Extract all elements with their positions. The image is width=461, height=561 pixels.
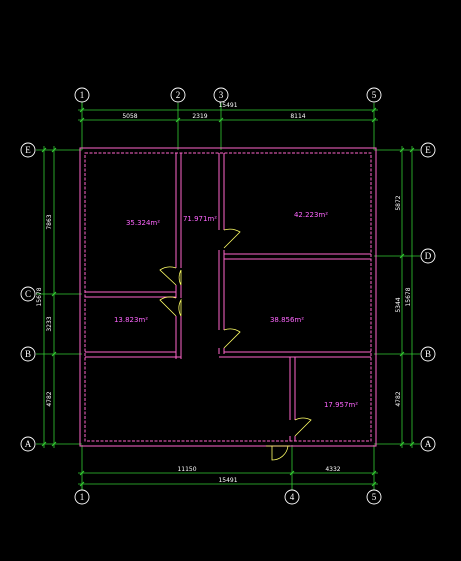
axis-label-top-2: 2 <box>176 90 181 100</box>
axis-bubble-bottom-1 <box>74 489 90 505</box>
dim-top-a: 5058 <box>122 113 137 120</box>
axis-bubble-bottom-4 <box>284 489 300 505</box>
axis-bubble-right-D <box>420 248 436 264</box>
walls <box>79 147 377 447</box>
axis-label-left-E: E <box>25 145 31 155</box>
axis-bubble-left-C <box>20 286 36 302</box>
axis-label-bottom-1: 1 <box>80 492 85 502</box>
dim-bottom-a: 11150 <box>177 466 196 473</box>
axis-label-left-B: B <box>25 349 31 359</box>
axis-bubble-top-5 <box>366 87 382 103</box>
door-swing-room-6 <box>294 417 312 437</box>
area-label-room-3: 42.223m² <box>294 211 328 219</box>
dim-left-c: 4782 <box>46 391 53 406</box>
axis-label-left-C: C <box>25 289 31 299</box>
door-swing-corridor-b <box>178 298 182 317</box>
area-label-room-6: 17.957m² <box>324 401 358 409</box>
dimension-ticks <box>41 107 415 487</box>
axis-label-top-5: 5 <box>372 90 377 100</box>
axis-label-right-B: B <box>425 349 431 359</box>
doors <box>159 228 312 461</box>
door-swing-room-1 <box>159 266 177 286</box>
axis-label-left-A: A <box>25 439 32 449</box>
dim-right-total: 15678 <box>405 287 412 306</box>
axis-label-right-A: A <box>425 439 432 449</box>
axis-bubbles <box>20 87 436 505</box>
dim-top-total: 15491 <box>218 102 237 109</box>
dim-left-a: 7863 <box>46 214 53 229</box>
axis-bubble-right-A <box>420 436 436 452</box>
door-swing-entrance <box>271 445 289 461</box>
door-swing-room-4 <box>159 296 177 317</box>
axis-label-top-1: 1 <box>80 90 85 100</box>
dimension-lines <box>36 102 420 490</box>
area-label-room-4: 13.823m² <box>114 316 148 324</box>
axis-label-top-3: 3 <box>219 90 224 100</box>
dim-top-b: 2319 <box>192 113 207 120</box>
axis-bubble-right-B <box>420 346 436 362</box>
dim-right-c: 4782 <box>395 391 402 406</box>
axis-bubble-top-2 <box>170 87 186 103</box>
area-label-room-5: 38.856m² <box>270 316 304 324</box>
axis-bubble-right-E <box>420 142 436 158</box>
dim-bottom-b: 4332 <box>325 466 340 473</box>
dim-bottom-total: 15491 <box>218 477 237 484</box>
door-swing-room-5 <box>223 328 241 349</box>
door-swing-room-3 <box>223 228 241 249</box>
dim-right-b: 5344 <box>395 297 402 312</box>
area-label-room-1: 35.324m² <box>126 219 160 227</box>
axis-bubble-top-1 <box>74 87 90 103</box>
dim-left-total: 15678 <box>36 287 43 306</box>
axis-label-bottom-4: 4 <box>290 492 295 502</box>
axis-bubble-left-A <box>20 436 36 452</box>
area-label-room-2: 71.971m² <box>183 215 217 223</box>
axis-label-right-E: E <box>425 145 431 155</box>
dim-top-c: 8114 <box>290 113 305 120</box>
axis-bubble-left-E <box>20 142 36 158</box>
dim-right-a: 5872 <box>395 195 402 210</box>
door-swing-corridor-a <box>178 269 182 286</box>
dim-left-b: 3233 <box>46 316 53 331</box>
axis-bubble-top-3 <box>213 87 229 103</box>
axis-bubble-left-B <box>20 346 36 362</box>
axis-bubble-bottom-5 <box>366 489 382 505</box>
axis-label-right-D: D <box>425 251 432 261</box>
axis-label-bottom-5: 5 <box>372 492 377 502</box>
